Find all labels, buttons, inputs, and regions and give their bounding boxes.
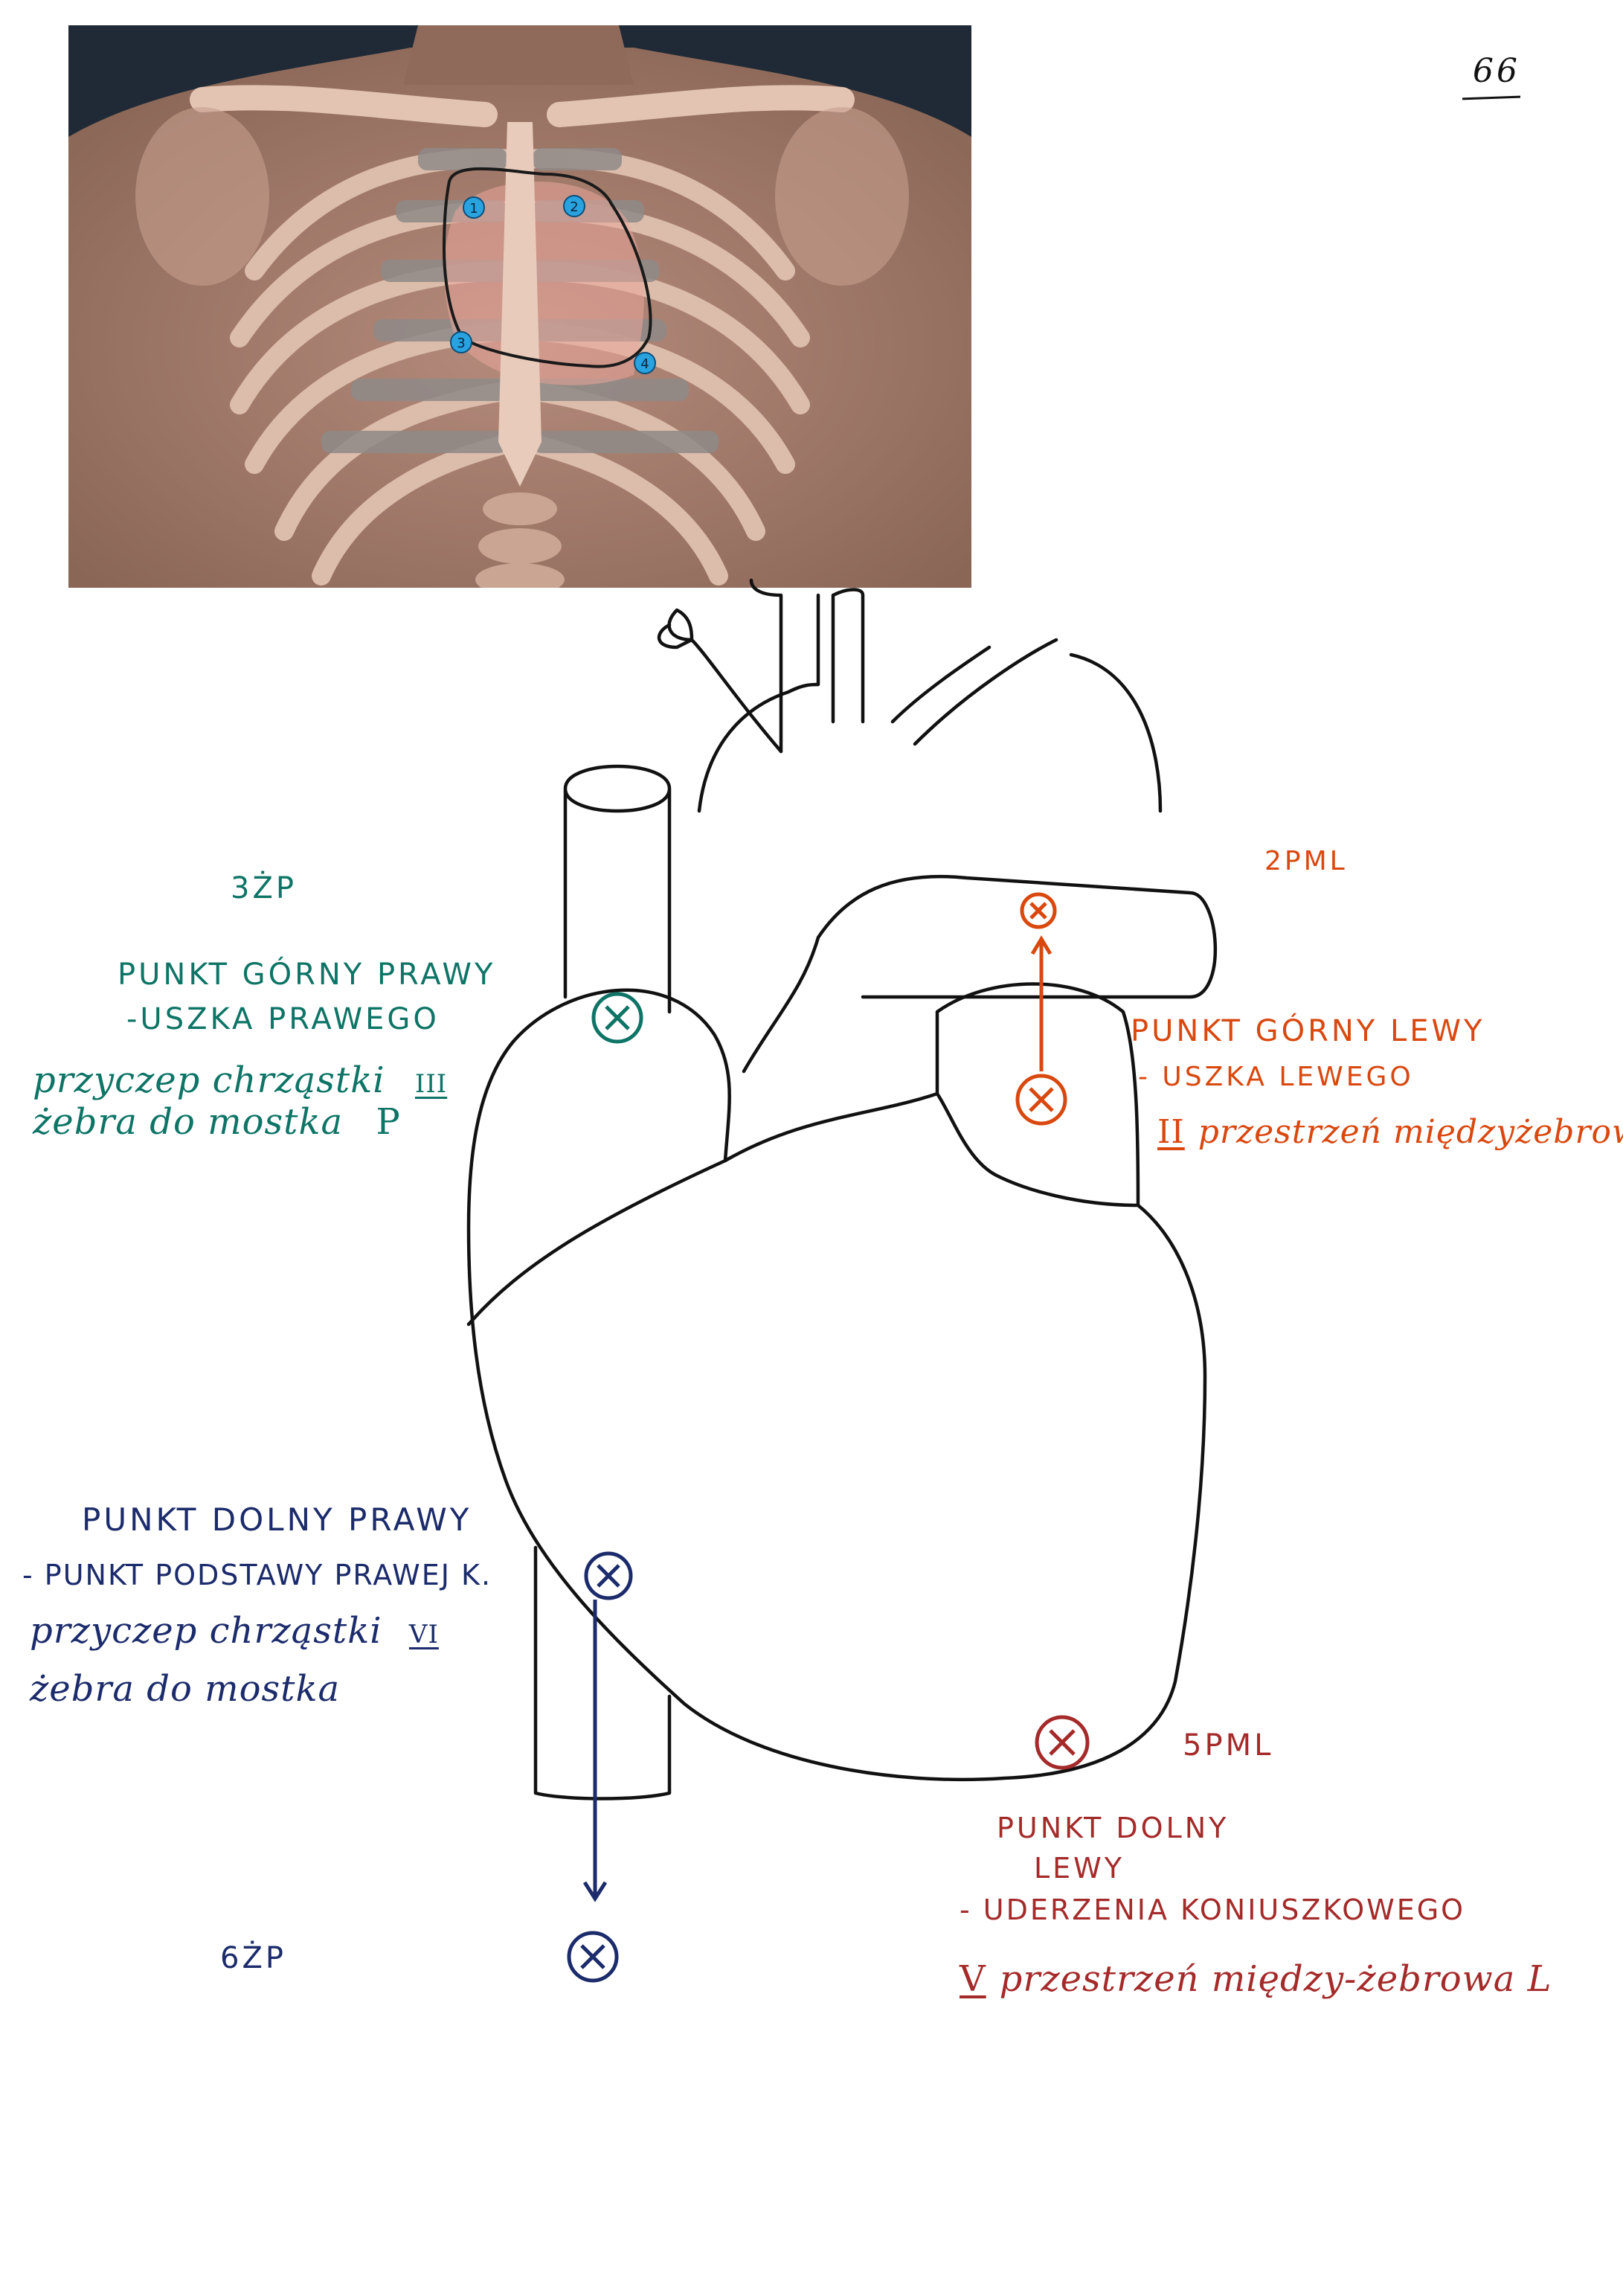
heart-projection-outline <box>442 167 652 368</box>
right-upper-subtitle: -USZKA PRAWEGO <box>126 1002 440 1036</box>
right-atrium-appendage <box>511 988 731 1163</box>
svg-text:4: 4 <box>640 356 649 372</box>
left-upper-code: 2PML <box>1264 846 1348 876</box>
aortic-arch <box>697 578 1163 813</box>
right-lower-arrow <box>582 1600 608 1902</box>
right-upper-line1-text: przyczep chrząstki <box>33 1059 385 1101</box>
left-shoulder <box>135 107 269 286</box>
svg-text:1: 1 <box>469 201 478 217</box>
left-lower-roman: V <box>960 1958 986 2000</box>
left-upper-line1-text: przestrzeń międzyżebrowa <box>1198 1113 1623 1151</box>
right-clavicle <box>547 85 855 127</box>
left-upper-line1: II przestrzeń międzyżebrowa <box>1157 1116 1623 1149</box>
left-lower-line1-text: przestrzeń między-żebrowa L <box>999 1958 1552 2000</box>
left-upper-subtitle: - USZKA LEWEGO <box>1138 1062 1414 1092</box>
neck <box>403 25 634 85</box>
right-upper-line1-roman: III <box>414 1069 448 1099</box>
left-upper-roman: II <box>1157 1113 1185 1151</box>
left-upper-point-marker <box>1015 892 1067 1126</box>
right-upper-code: 3ŻP <box>231 871 297 905</box>
right-lower-point-marker <box>567 1551 633 1983</box>
marker-3: 3 <box>450 331 472 353</box>
left-clavicle <box>190 85 498 127</box>
right-lower-line1: przyczep chrząstki VI <box>30 1613 439 1649</box>
left-lower-title-line1: PUNKT DOLNY <box>997 1812 1230 1844</box>
marker-2: 2 <box>563 195 585 217</box>
right-lower-line2: żebra do mostka <box>30 1668 341 1710</box>
marker-1: 1 <box>463 196 485 219</box>
left-lower-point-marker <box>1035 1715 1090 1770</box>
left-lower-subtitle: - UDERZENIA KONIUSZKOWEGO <box>960 1893 1466 1926</box>
right-upper-line2-end: P <box>376 1101 401 1143</box>
left-atrium-appendage <box>935 982 1140 1208</box>
sternum <box>498 122 541 487</box>
left-upper-arrow <box>1030 935 1052 1071</box>
left-brachiocephalic-stub <box>657 608 783 754</box>
left-lower-code: 5PML <box>1183 1728 1274 1763</box>
inferior-vena-cava <box>533 1545 672 1800</box>
septum-line <box>466 1091 939 1327</box>
pulmonary-trunk <box>742 874 1217 1074</box>
right-upper-title: PUNKT GÓRNY PRAWY <box>118 958 496 992</box>
right-upper-line2: żebra do mostka P <box>33 1104 401 1140</box>
right-shoulder <box>775 107 909 286</box>
right-lower-subtitle: - PUNKT PODSTAWY PRAWEJ K. <box>22 1559 492 1591</box>
svg-text:2: 2 <box>570 199 578 215</box>
chest-anatomy-illustration: 1 2 3 4 <box>68 25 971 588</box>
superior-vena-cava <box>563 764 672 1014</box>
page-number: 66 <box>1473 52 1520 90</box>
right-lower-code: 6ŻP <box>220 1941 286 1975</box>
marker-4: 4 <box>634 352 656 374</box>
left-lower-title-line2: LEWY <box>1034 1852 1125 1885</box>
right-lower-line1-text: przyczep chrząstki <box>30 1610 382 1652</box>
left-upper-title: PUNKT GÓRNY LEWY <box>1131 1014 1485 1048</box>
heart-silhouette <box>444 182 644 385</box>
svg-text:3: 3 <box>457 336 465 351</box>
right-lower-line1-roman: VI <box>408 1620 439 1649</box>
right-upper-line2-text: żebra do mostka <box>33 1101 344 1143</box>
right-upper-line1: przyczep chrząstki III <box>33 1062 447 1098</box>
heart-body <box>466 1039 1207 1782</box>
right-upper-point-marker <box>591 992 643 1044</box>
spine <box>475 493 565 588</box>
right-lower-title: PUNKT DOLNY PRAWY <box>82 1501 472 1538</box>
